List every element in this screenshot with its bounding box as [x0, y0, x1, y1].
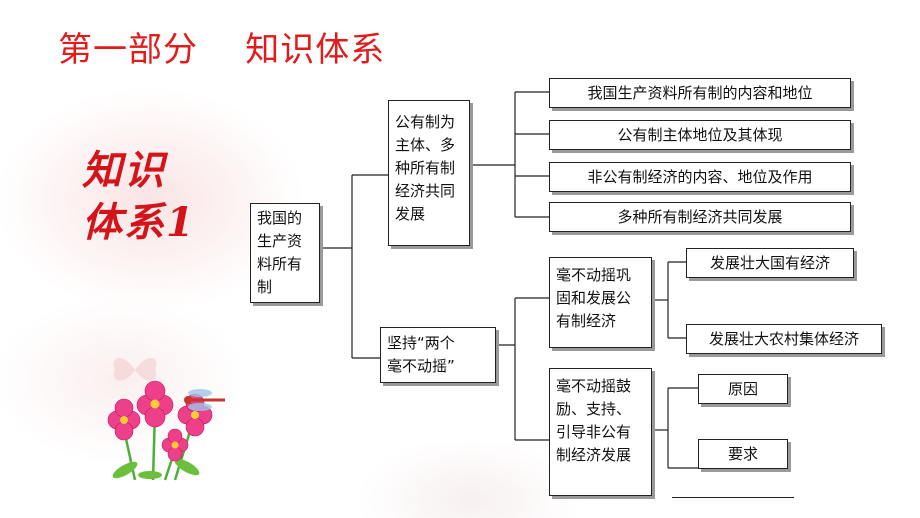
branch1-item: 多种所有制经济共同发展: [549, 202, 851, 232]
root-line: 料所有: [257, 255, 303, 273]
branch1-line: 主体、多: [395, 136, 456, 154]
branch1-item: 非公有制经济的内容、地位及作用: [549, 162, 851, 192]
branch2b-line: 励、支持、: [556, 400, 632, 418]
branch2-node: 坚持“两个 毫不动摇”: [380, 327, 496, 383]
branch1-line: 种所有制: [395, 159, 456, 177]
branch1-node: 公有制为 主体、多 种所有制 经济共同 发展: [388, 100, 470, 246]
side-label-line1: 知识: [82, 147, 166, 194]
root-node: 我国的 生产资 料所有 制: [250, 203, 320, 303]
branch2b-line: 引导非公有: [556, 423, 632, 441]
branch2b-line: 毫不动摇鼓: [556, 377, 632, 395]
branch2a-item: 发展壮大农村集体经济: [686, 324, 882, 354]
branch2a-item: 发展壮大国有经济: [686, 248, 854, 278]
branch1-line: 公有制为: [395, 113, 456, 131]
branch1-line: 发展: [395, 205, 426, 223]
branch2b-item: 要求: [698, 439, 788, 469]
dragonfly-icon: [184, 389, 225, 411]
side-label-line2: 体系1: [82, 199, 196, 246]
branch2-line: 坚持“两个: [387, 334, 455, 352]
page-title: 第一部分 知识体系: [58, 30, 386, 70]
branch2b-line: 制经济发展: [556, 446, 632, 464]
branch2a-line: 有制经济: [556, 312, 617, 330]
butterfly-icon: [113, 357, 157, 381]
root-line: 生产资: [257, 232, 303, 250]
branch2a-line: 毫不动摇巩: [556, 266, 632, 284]
partial-node-edge: [672, 497, 794, 518]
branch1-item: 我国生产资料所有制的内容和地位: [549, 78, 851, 108]
root-line: 制: [257, 278, 273, 296]
branch2b-node: 毫不动摇鼓 励、支持、 引导非公有 制经济发展: [549, 368, 652, 496]
branch2a-line: 固和发展公: [556, 289, 632, 307]
branch2-line: 毫不动摇”: [387, 357, 455, 375]
branch1-item: 公有制主体地位及其体现: [549, 120, 851, 150]
branch2a-node: 毫不动摇巩 固和发展公 有制经济: [549, 257, 652, 348]
root-line: 我国的: [257, 209, 303, 227]
flower-icon: [107, 380, 213, 481]
branch1-line: 经济共同: [395, 182, 456, 200]
branch2b-item: 原因: [698, 374, 788, 404]
